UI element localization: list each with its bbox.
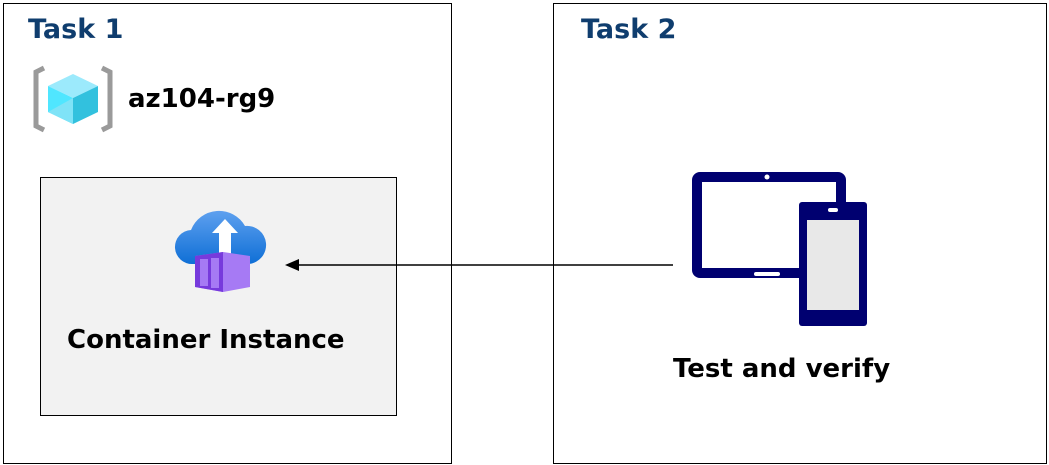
task2-title: Task 2	[581, 14, 677, 45]
arrow-head-icon	[285, 259, 299, 271]
resource-group-icon	[33, 65, 113, 133]
test-and-verify-label: Test and verify	[673, 354, 891, 384]
task1-title: Task 1	[28, 14, 124, 45]
tablet-phone-icon	[692, 172, 867, 326]
arrow-connector	[285, 259, 673, 271]
container-instance-icon	[174, 210, 267, 292]
container-instance-label: Container Instance	[67, 325, 345, 355]
resource-group-name: az104-rg9	[128, 84, 276, 114]
